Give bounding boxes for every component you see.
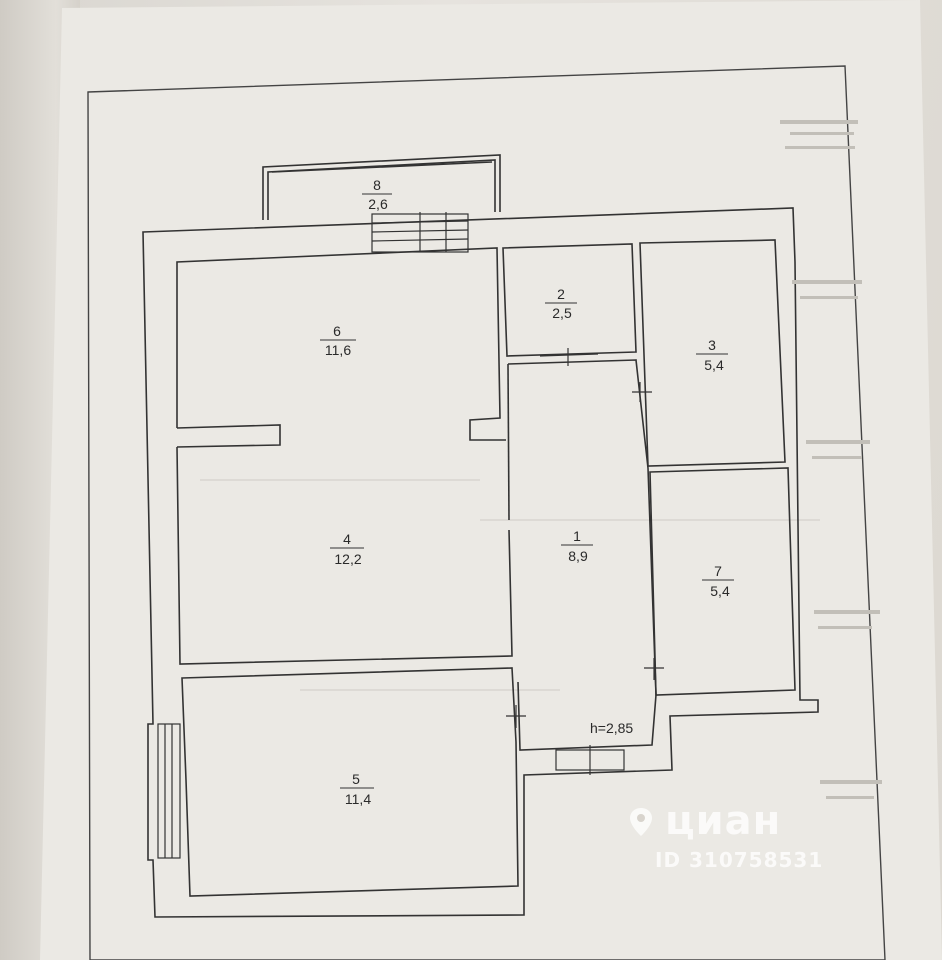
room-number-7: 7: [714, 563, 722, 579]
walls: [142, 154, 819, 918]
room-label-3: 3 5,4: [696, 337, 728, 373]
room-2-walls: [502, 243, 637, 357]
room-area-5: 11,4: [345, 791, 371, 807]
room-label-2: 2 2,5: [545, 286, 577, 321]
room-area-8: 2,6: [368, 196, 388, 212]
listing-watermark: циан ID 310758531: [625, 798, 855, 880]
room-label-5: 5 11,4: [340, 771, 374, 807]
room-label-8: 8 2,6: [362, 177, 392, 212]
room-labels: 8 2,6 2 2,5 6 11,6 3 5,4 1 8,9 4 12,2: [320, 177, 734, 807]
room-number-3: 3: [708, 337, 716, 353]
balcony-inner-wall: [267, 159, 496, 220]
room-number-1: 1: [573, 528, 581, 544]
room-area-4: 12,2: [334, 551, 361, 567]
location-pin-icon: [630, 808, 652, 836]
room-number-6: 6: [333, 323, 341, 339]
room-label-4: 4 12,2: [330, 531, 364, 567]
room-number-2: 2: [557, 286, 565, 302]
room-6-walls: [176, 247, 506, 441]
room-label-6: 6 11,6: [320, 323, 356, 358]
room-label-7: 7 5,4: [702, 563, 734, 599]
room-label-1: 1 8,9: [561, 528, 593, 564]
outer-wall-contour: [142, 207, 819, 918]
watermark-listing-id: ID 310758531: [655, 848, 824, 872]
room-number-5: 5: [352, 771, 360, 787]
room-5-walls: [181, 667, 519, 897]
balcony-rail: [271, 161, 493, 173]
ceiling-height-label: h=2,85: [590, 720, 633, 736]
balcony-outer-wall: [262, 154, 501, 220]
room-1-walls: [507, 359, 657, 751]
paper-sheet: [40, 0, 942, 960]
room-area-1: 8,9: [568, 548, 588, 564]
room-area-7: 5,4: [710, 583, 730, 599]
room-5-window: [157, 723, 181, 859]
room-4-walls: [176, 446, 513, 665]
room-1-left-wall: [507, 363, 510, 521]
door-marks: [506, 348, 664, 728]
drawing-frame: [87, 65, 886, 960]
room-area-3: 5,4: [704, 357, 724, 373]
windows: [157, 212, 625, 859]
room-number-4: 4: [343, 531, 351, 547]
room-area-6: 11,6: [325, 342, 351, 358]
room-area-2: 2,5: [552, 305, 572, 321]
room-6-partition: [176, 424, 281, 448]
room-number-8: 8: [373, 177, 381, 193]
watermark-brand: циан: [665, 798, 782, 844]
bleed-through-marks: [780, 120, 882, 799]
